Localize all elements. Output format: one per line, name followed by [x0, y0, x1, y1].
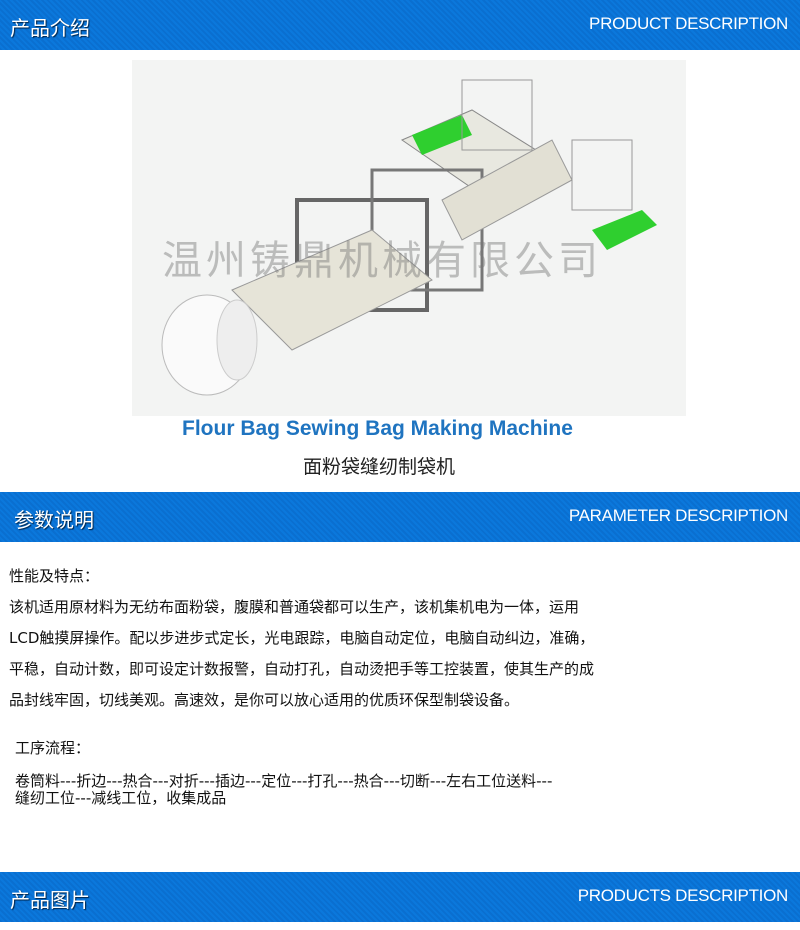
product-title-cn: 面粉袋缝纫制袋机	[303, 456, 456, 478]
section-title-en: PARAMETER DESCRIPTION	[568, 506, 788, 525]
section-title-cn: 产品介绍	[10, 16, 90, 40]
process-line: 缝纫工位---减线工位，收集成品	[15, 789, 227, 807]
process-line: 卷筒料---折边---热合---对折---插边---定位---打孔---热合--…	[15, 772, 553, 790]
features-line: 品封线牢固，切线美观。高速效，是你可以放心适用的优质环保型制袋设备。	[9, 691, 520, 709]
process-heading: 工序流程：	[15, 739, 91, 757]
section-title-cn: 产品图片	[10, 888, 90, 912]
features-heading: 性能及特点：	[9, 567, 100, 585]
features-line: LCD触摸屏操作。配以步进步式定长，光电跟踪，电脑自动定位，电脑自动纠边，准确，	[9, 629, 595, 647]
product-title-en: Flour Bag Sewing Bag Making Machine	[182, 417, 573, 440]
section-header-parameters: 参数说明 PARAMETER DESCRIPTION	[0, 492, 800, 542]
section-title-cn: 参数说明	[14, 508, 94, 532]
section-title-en: PRODUCT DESCRIPTION	[589, 14, 788, 33]
machine-illustration	[161, 79, 657, 396]
machine-photo: 温州铸鼎机械有限公司	[132, 60, 686, 416]
section-header-product-images: 产品图片 PRODUCTS DESCRIPTION	[0, 872, 800, 922]
features-line: 该机适用原材料为无纺布面粉袋，腹膜和普通袋都可以生产，该机集机电为一体，运用	[9, 598, 580, 616]
section-title-en: PRODUCTS DESCRIPTION	[577, 886, 789, 905]
watermark: 温州铸鼎机械有限公司	[162, 238, 602, 284]
features-line: 平稳，自动计数，即可设定计数报警，自动打孔，自动烫把手等工控装置，使其生产的成	[9, 660, 595, 678]
section-header-product-intro: 产品介绍 PRODUCT DESCRIPTION	[0, 0, 800, 50]
